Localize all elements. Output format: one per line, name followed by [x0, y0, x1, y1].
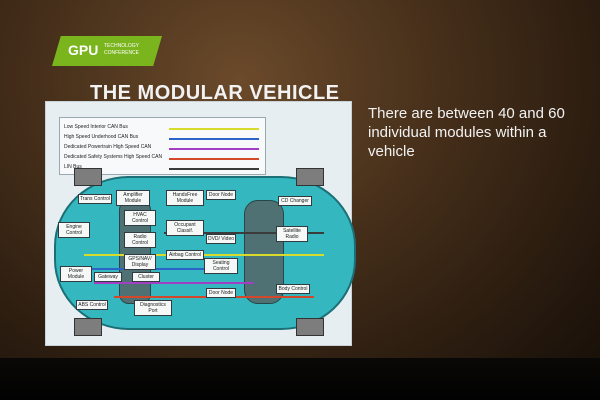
car-outline: Trans Control Amplifier Module HandsFree… [54, 168, 356, 336]
legend-label: LIN Bus [64, 164, 82, 170]
module-box: Engine Control [58, 222, 90, 238]
wheel [296, 168, 324, 186]
module-box: Amplifier Module [116, 190, 150, 206]
module-box: Door Node [206, 190, 236, 200]
legend-row: High Speed Underhood CAN Bus [64, 134, 259, 143]
vehicle-network-diagram: Low Speed Interior CAN Bus High Speed Un… [45, 101, 356, 346]
legend-label: Dedicated Safety Systems High Speed CAN [64, 154, 163, 160]
legend-label: High Speed Underhood CAN Bus [64, 134, 139, 140]
legend-line [169, 148, 259, 150]
stage-floor [0, 358, 600, 400]
module-box: Airbag Control [166, 250, 204, 260]
module-box: Door Node [206, 288, 236, 298]
bus-legend: Low Speed Interior CAN Bus High Speed Un… [59, 117, 266, 175]
module-box: Radio Control [124, 232, 156, 248]
legend-row: Dedicated Safety Systems High Speed CAN [64, 154, 259, 163]
legend-row: Dedicated Powertrain High Speed CAN [64, 144, 259, 153]
module-box: Cluster [132, 272, 160, 282]
module-box: HVAC Control [124, 210, 156, 226]
module-box: CD Changer [278, 196, 312, 206]
legend-row: Low Speed Interior CAN Bus [64, 124, 259, 133]
module-box: Power Module [60, 266, 92, 282]
module-box: DVD/ Video [206, 234, 236, 244]
logo-main-text: GPU [68, 42, 99, 58]
legend-line [169, 138, 259, 140]
wheel [74, 318, 102, 336]
slide-title: THE MODULAR VEHICLE [90, 82, 340, 104]
module-box: Diagnostics Port [134, 300, 172, 316]
module-box: Body Control [276, 284, 310, 294]
legend-row: LIN Bus [64, 164, 259, 173]
module-box: Trans Control [78, 194, 112, 204]
module-box: Seating Control [204, 258, 238, 274]
slide-text: There are between 40 and 60 individual m… [368, 105, 565, 160]
logo-sub-text: TECHNOLOGY CONFERENCE [104, 43, 140, 56]
module-box: HandsFree Module [166, 190, 204, 206]
module-box: ABS Control [76, 300, 108, 310]
legend-label: Low Speed Interior CAN Bus [64, 124, 128, 130]
wheel [296, 318, 324, 336]
legend-label: Dedicated Powertrain High Speed CAN [64, 144, 152, 150]
module-box: GPS/NAV/ Display [124, 254, 156, 270]
module-box: Gateway [94, 272, 122, 282]
bus-line-lin [164, 232, 324, 234]
bus-line-powertrain [94, 282, 254, 284]
module-box: Occupant Classif. [166, 220, 204, 236]
module-box: Satellite Radio [276, 226, 308, 242]
bus-line-interior [84, 254, 324, 256]
wheel [74, 168, 102, 186]
legend-line [169, 168, 259, 170]
legend-line [169, 158, 259, 160]
gtc-logo: GPU TECHNOLOGY CONFERENCE [52, 36, 162, 66]
legend-line [169, 128, 259, 130]
